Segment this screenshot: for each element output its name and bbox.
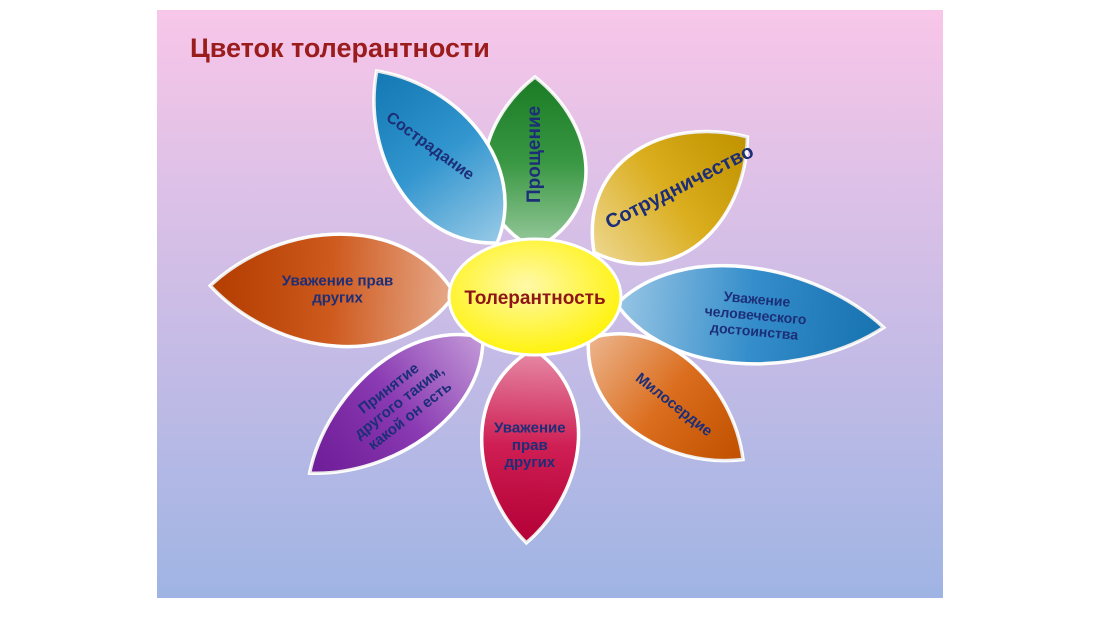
petal-forgiveness: Прощение <box>482 74 588 251</box>
petals: Прощение СотрудничествоУважениечеловеческ… <box>207 68 887 546</box>
petal-shine <box>592 131 748 264</box>
petal-shine <box>616 265 884 364</box>
petal-shine <box>373 70 506 243</box>
slide-title: Цветок толерантности <box>190 33 490 63</box>
petal-label: достоинства <box>710 319 799 343</box>
petal-shine <box>309 334 483 474</box>
petal-label: других <box>504 454 555 471</box>
flower-center: Толерантность <box>447 237 623 357</box>
petal-compassion: Сострадание <box>372 68 507 245</box>
petal-label: других <box>312 290 363 307</box>
center-label: Толерантность <box>464 288 605 309</box>
petal-shine <box>210 234 456 347</box>
petal-shine <box>484 77 586 249</box>
petal-shine <box>588 333 744 461</box>
petal-shine <box>481 348 579 543</box>
petal-label: прав <box>512 437 548 454</box>
tolerance-flower-diagram: Цветок толерантности Прощение Сотрудничес… <box>157 10 943 598</box>
center-circle <box>447 237 623 357</box>
petal-label: Уважение <box>494 420 566 437</box>
petal-cooperation: Сотрудничество <box>590 129 757 266</box>
petal-mercy: Милосердие <box>586 332 745 463</box>
slide: Цветок толерантности Прощение Сотрудничес… <box>157 10 943 598</box>
petal-label: Уважение <box>723 288 791 310</box>
petal-label: Уважение прав <box>282 272 393 289</box>
petal-label: Прощение <box>524 106 545 203</box>
